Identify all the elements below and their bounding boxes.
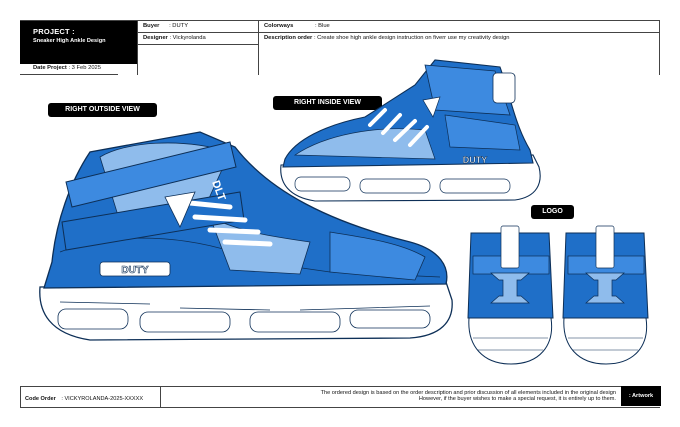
designer-field: Designer : Vickyrolanda xyxy=(143,35,206,41)
code-order-field: Code Order : VICKYROLANDA-2025-XXXXX xyxy=(25,396,143,402)
outside-view-label: RIGHT OUTSIDE VIEW xyxy=(48,103,157,117)
header-row-rule xyxy=(137,32,660,33)
description-value: : Create shoe high ankle design instruct… xyxy=(313,35,510,41)
header-top-rule xyxy=(20,20,660,21)
footer-bottom-rule xyxy=(20,407,660,408)
description-label: Description order xyxy=(264,35,313,41)
date-value: : 3 Feb 2025 xyxy=(68,65,102,71)
header-right-edge xyxy=(659,20,660,75)
logo-back-view-left xyxy=(467,225,554,365)
inside-brand-text: DUTY xyxy=(463,155,488,165)
code-order-label: Code Order xyxy=(25,396,56,402)
inside-view-shoe: DUTY xyxy=(280,59,541,202)
project-title: PROJECT : xyxy=(33,27,75,36)
date-underline xyxy=(20,74,118,75)
designer-value: : Vickyrolanda xyxy=(169,35,206,41)
inside-view-label: RIGHT INSIDE VIEW xyxy=(273,96,382,110)
footer-note-line2: However, if the buyer wishes to make a s… xyxy=(418,396,616,402)
date-label: Date Project xyxy=(33,65,67,71)
artwork-badge: : Artwork xyxy=(621,386,661,406)
project-title-block: PROJECT : Sneaker High Ankle Design xyxy=(20,20,137,64)
footer-left-edge xyxy=(20,386,21,408)
buyer-value: : DUTY xyxy=(169,23,189,29)
footer-note-line1: The ordered design is based on the order… xyxy=(320,390,616,396)
code-order-value: : VICKYROLANDA-2025-XXXXX xyxy=(61,396,144,402)
footer-note: The ordered design is based on the order… xyxy=(196,390,616,402)
header-designer-rule xyxy=(137,44,258,45)
project-name: Sneaker High Ankle Design xyxy=(33,38,106,44)
designer-label: Designer xyxy=(143,35,168,41)
logo-back-view-right xyxy=(562,225,649,365)
header-divider xyxy=(258,20,259,75)
footer-top-rule xyxy=(20,386,660,387)
outside-view-shoe: DUTY DLT xyxy=(39,131,453,341)
outside-brand-text: DUTY xyxy=(121,265,149,276)
colorways-field: Colorways : Blue xyxy=(264,23,330,29)
footer-divider xyxy=(160,386,161,408)
date-field: Date Project : 3 Feb 2025 xyxy=(33,65,101,71)
colorways-label: Colorways xyxy=(264,23,294,29)
colorways-value: : Blue xyxy=(314,23,330,29)
buyer-label: Buyer xyxy=(143,23,160,29)
logo-label: LOGO xyxy=(531,205,574,219)
header-left-divider xyxy=(137,20,138,75)
description-field: Description order : Create shoe high ank… xyxy=(264,35,510,41)
buyer-field: Buyer : DUTY xyxy=(143,23,188,29)
